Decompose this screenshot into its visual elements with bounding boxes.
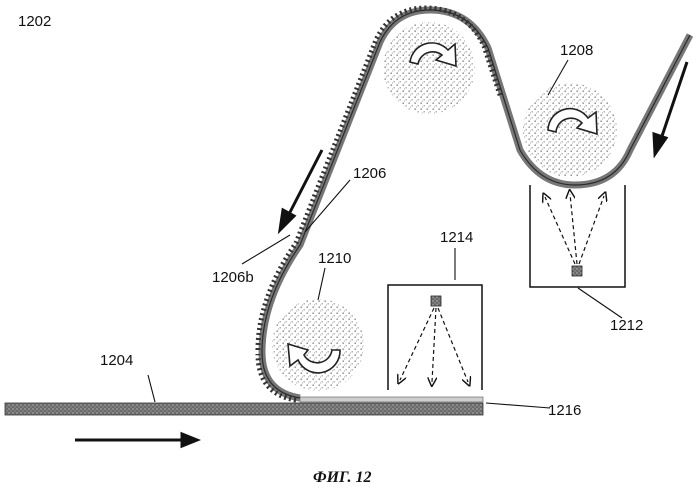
figure-caption: ФИГ. 12 bbox=[313, 469, 372, 486]
lower-roller bbox=[272, 299, 364, 391]
label-belt-surface: 1206b bbox=[212, 269, 254, 286]
label-apparatus: 1202 bbox=[18, 13, 51, 30]
upper-roller bbox=[523, 83, 617, 177]
label-upper-roller: 1208 bbox=[560, 42, 593, 59]
upper-source-housing bbox=[530, 185, 625, 287]
top-roller bbox=[383, 22, 475, 114]
label-belt: 1206 bbox=[353, 165, 386, 182]
label-lower-source: 1214 bbox=[440, 229, 473, 246]
label-gap-layer: 1216 bbox=[548, 402, 581, 419]
straight-arrow-icon bbox=[75, 434, 197, 446]
label-lower-roller: 1210 bbox=[318, 250, 351, 267]
label-upper-source: 1212 bbox=[610, 317, 643, 334]
substrate bbox=[5, 403, 483, 415]
label-substrate: 1204 bbox=[100, 352, 133, 369]
deposited-layer bbox=[300, 397, 483, 402]
lower-source-housing bbox=[388, 285, 482, 390]
